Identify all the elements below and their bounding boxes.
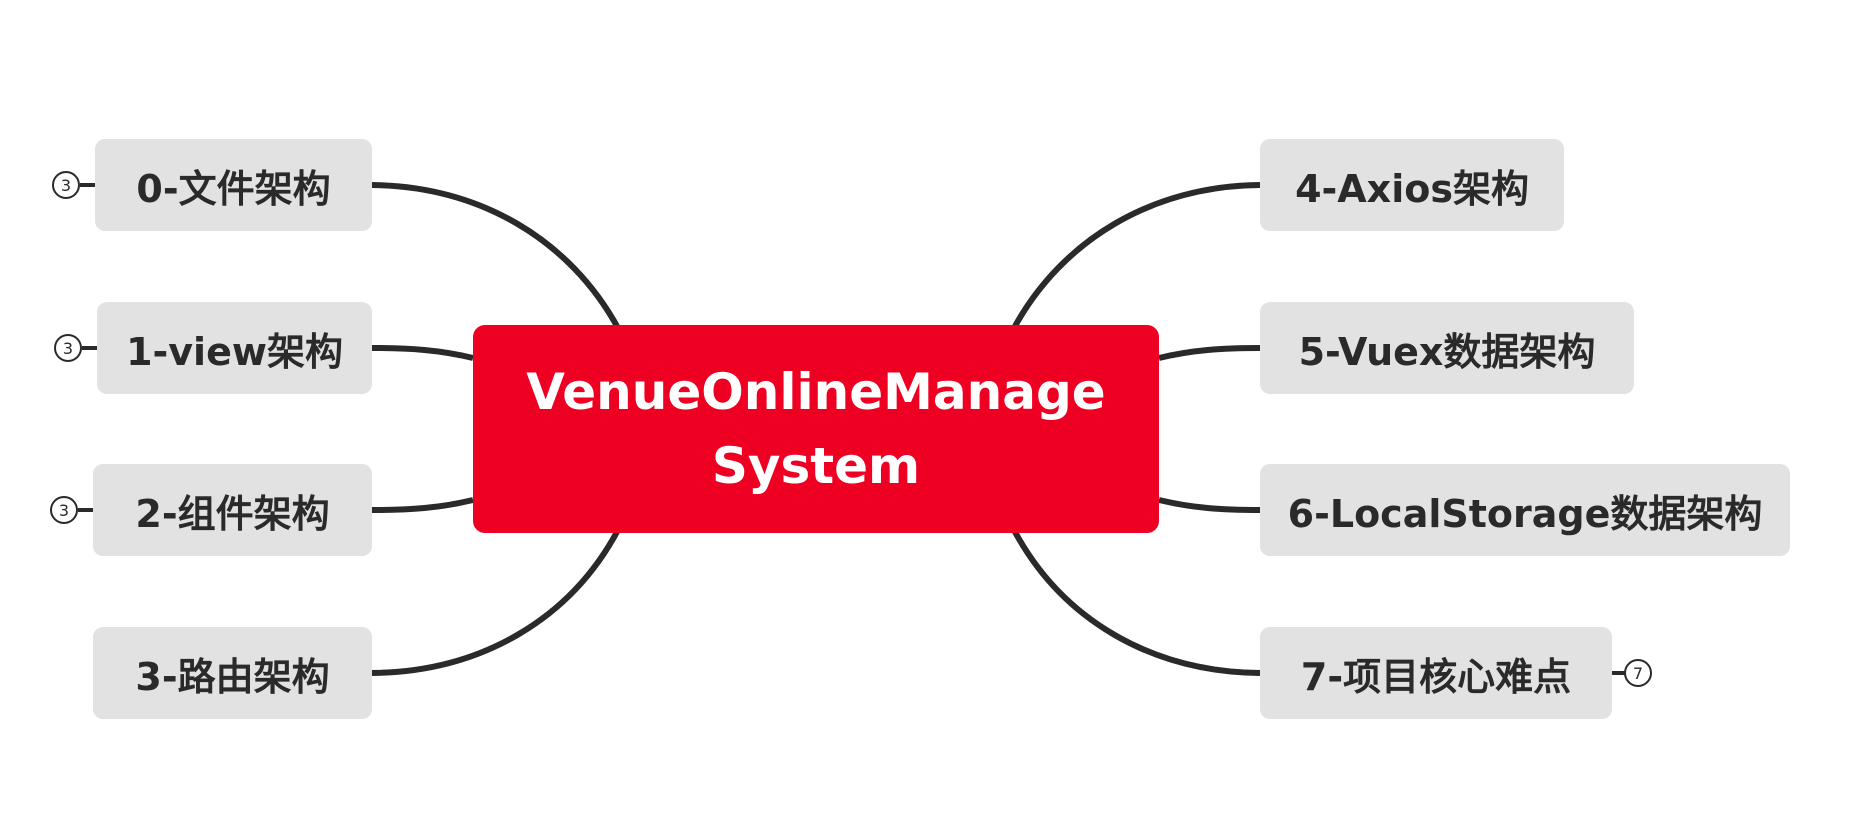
topic-1-collapse-badge[interactable]: 3	[54, 334, 82, 362]
topic-0-collapse-count: 3	[60, 175, 72, 195]
topic-3[interactable]: 3-路由架构	[93, 627, 372, 719]
topic-6[interactable]: 6-LocalStorage数据架构	[1260, 464, 1790, 556]
connector-topic-7	[1011, 528, 1261, 676]
topic-1-collapse-count: 3	[62, 338, 74, 358]
topic-2[interactable]: 2-组件架构	[93, 464, 372, 556]
central-topic-line-2: System	[711, 437, 921, 495]
topic-1[interactable]: 1-view架构	[97, 302, 372, 394]
topic-7-collapse-badge[interactable]: 7	[1624, 659, 1652, 687]
central-topic[interactable]: VenueOnlineManage System	[473, 325, 1159, 533]
connector-topic-0	[371, 182, 621, 330]
topic-6-label: 6-LocalStorage数据架构	[1287, 491, 1763, 536]
topic-2-collapse-badge[interactable]: 3	[50, 496, 78, 524]
connector-topic-4	[1011, 182, 1261, 330]
topic-7-label: 7-项目核心难点	[1300, 654, 1572, 699]
topic-4[interactable]: 4-Axios架构	[1260, 139, 1564, 231]
topic-3-label: 3-路由架构	[135, 654, 330, 699]
connector-topic-3	[371, 528, 621, 676]
connector-topic-6	[1158, 497, 1261, 513]
topic-1-collapse-line	[82, 346, 97, 350]
topic-2-collapse-count: 3	[58, 500, 70, 520]
connector-topic-5	[1158, 345, 1261, 361]
topic-2-collapse-line	[78, 508, 93, 512]
connector-topic-1	[371, 345, 474, 361]
topic-7-collapse-count: 7	[1632, 663, 1644, 683]
topic-7[interactable]: 7-项目核心难点	[1260, 627, 1612, 719]
topic-7-collapse-line	[1612, 671, 1626, 675]
topic-2-label: 2-组件架构	[135, 491, 330, 536]
topic-5[interactable]: 5-Vuex数据架构	[1260, 302, 1634, 394]
central-topic-text: VenueOnlineManage System	[493, 355, 1139, 503]
connector-topic-2	[371, 497, 474, 513]
topic-0-collapse-badge[interactable]: 3	[52, 171, 80, 199]
topic-1-label: 1-view架构	[126, 329, 343, 374]
topic-4-label: 4-Axios架构	[1295, 166, 1529, 211]
topic-0-collapse-line	[80, 183, 95, 187]
topic-0-label: 0-文件架构	[136, 166, 331, 211]
topic-5-label: 5-Vuex数据架构	[1298, 329, 1596, 374]
topic-0[interactable]: 0-文件架构	[95, 139, 372, 231]
central-topic-line-1: VenueOnlineManage	[526, 363, 1106, 421]
